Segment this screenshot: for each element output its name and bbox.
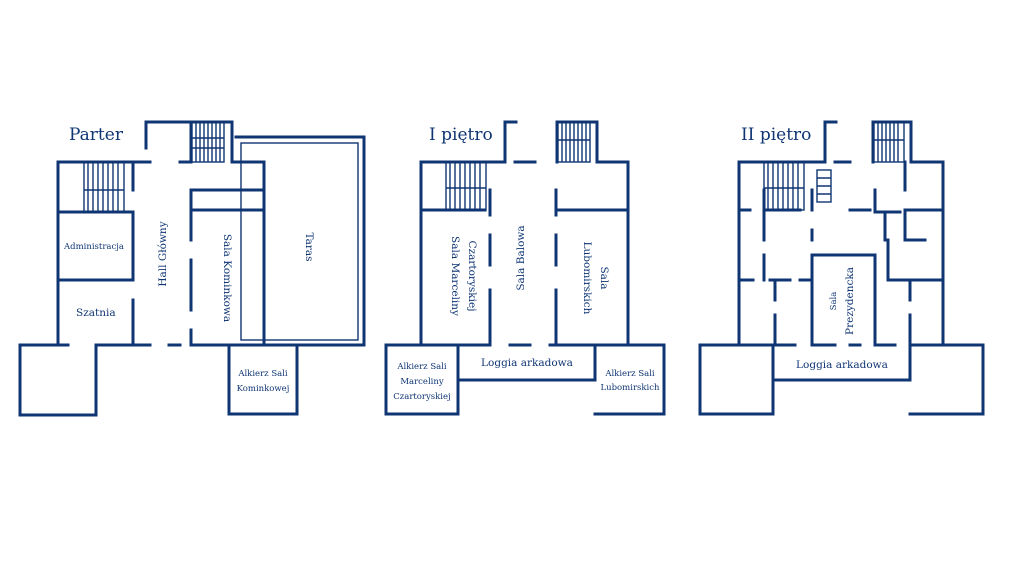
stairs-ii-pietro-top xyxy=(873,121,905,163)
room-alkierz-marceliny-l2: Marceliny xyxy=(400,377,444,387)
stairs-i-pietro-left xyxy=(445,161,487,211)
room-loggia-i-pietro: Loggia arkadowa xyxy=(481,357,573,369)
room-loggia-ii-pietro: Loggia arkadowa xyxy=(796,359,888,371)
room-marceliny-l2: Czartoryskiej xyxy=(466,241,478,312)
room-alkierz-marceliny-l3: Czartoryskiej xyxy=(393,392,450,402)
room-prezydencka-l1: Sala xyxy=(829,292,839,311)
plan-ii-pietro: II piętro Sala Pre xyxy=(698,120,985,416)
floor-title-ii-pietro: II piętro xyxy=(741,125,811,145)
room-hall-glowny: Hall Główny xyxy=(157,221,169,286)
room-lubomirskich-l2: Lubomirskich xyxy=(581,242,593,315)
room-prezydencka-l2: Prezydencka xyxy=(844,267,856,335)
stairs-parter-left xyxy=(83,161,125,213)
stairs-ii-pietro-small xyxy=(816,169,832,203)
room-alkierz-lubomirskich-l2: Lubomirskich xyxy=(601,383,661,393)
stairs-i-pietro-top xyxy=(557,121,591,163)
room-sala-balowa: Sala Balowa xyxy=(515,225,527,290)
room-alkierz-kominkowa-l2: Kominkowej xyxy=(237,384,290,394)
room-alkierz-marceliny-l1: Alkierz Sali xyxy=(396,362,447,372)
room-sala-kominkowa: Sala Kominkowa xyxy=(221,234,233,322)
plan-i-pietro: I piętro Sala Marceliny Czartoryskiej Sa… xyxy=(384,120,666,416)
room-szatnia: Szatnia xyxy=(76,307,116,319)
room-lubomirskich-l1: Sala xyxy=(598,266,610,289)
floor-title-i-pietro: I piętro xyxy=(429,125,493,145)
floor-title-parter: Parter xyxy=(69,125,124,145)
room-alkierz-kominkowa-l1: Alkierz Sali xyxy=(237,369,288,379)
stairs-parter-top xyxy=(191,121,225,163)
plan-parter: Parter Administracja Szatnia Hall Główny… xyxy=(18,120,366,417)
room-administracja: Administracja xyxy=(63,242,124,252)
room-alkierz-lubomirskich-l1: Alkierz Sali xyxy=(604,369,655,379)
room-marceliny-l1: Sala Marceliny xyxy=(449,236,461,316)
stairs-ii-pietro-left xyxy=(763,161,805,211)
room-taras: Taras xyxy=(303,232,315,261)
